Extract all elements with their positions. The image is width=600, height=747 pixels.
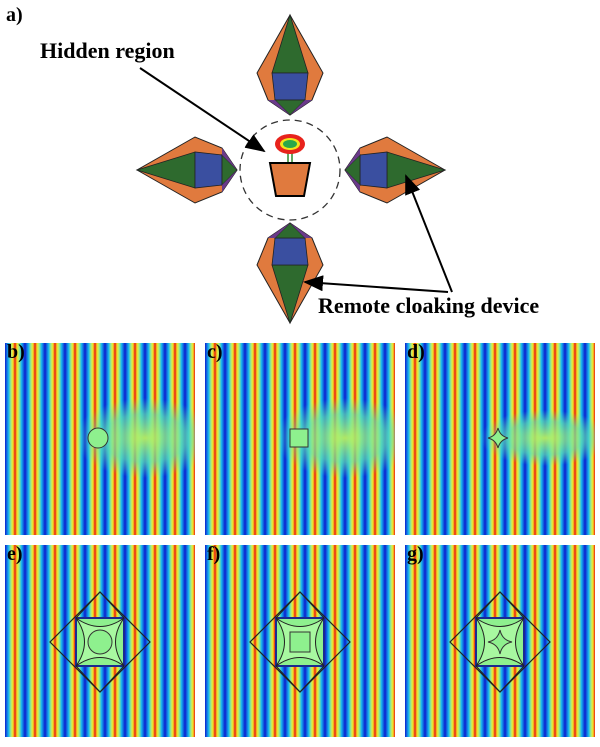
square-object (289, 631, 311, 653)
panel-b-label: b) (7, 341, 25, 363)
cloaking-device-bottom (256, 222, 324, 324)
panel-d-label: d) (407, 341, 425, 363)
panel-g-label: g) (407, 543, 424, 565)
star-object (487, 427, 509, 449)
cloaking-diagram (136, 14, 453, 324)
panel-c-field: c) (205, 341, 395, 535)
panel-g-field: g) (405, 543, 595, 737)
cloaking-device-top (256, 14, 324, 116)
panel-a-label: a) (6, 4, 23, 26)
device-arrow-right (405, 174, 453, 293)
panel-f-field: f) (205, 543, 395, 737)
cloaking-device-right (344, 136, 446, 204)
panel-c-label: c) (207, 341, 223, 363)
circle-object (87, 629, 113, 655)
panel-e-label: e) (7, 543, 23, 565)
panel-b-field: b) (5, 341, 195, 535)
remote-cloaking-device-label: Remote cloaking device (318, 293, 540, 318)
hidden-region-circle (239, 119, 341, 221)
device-arrow-bottom (303, 275, 449, 293)
panel-f-label: f) (207, 543, 221, 565)
hidden-region-arrow (139, 67, 266, 153)
panel-e-field: e) (5, 543, 195, 737)
panel-d-field: d) (405, 341, 595, 535)
flower-pot-icon (268, 134, 312, 197)
circle-object (87, 427, 109, 449)
cloaking-device-left (136, 136, 238, 204)
hidden-region-label: Hidden region (40, 38, 175, 63)
star-object (487, 629, 513, 655)
square-object (289, 428, 309, 448)
